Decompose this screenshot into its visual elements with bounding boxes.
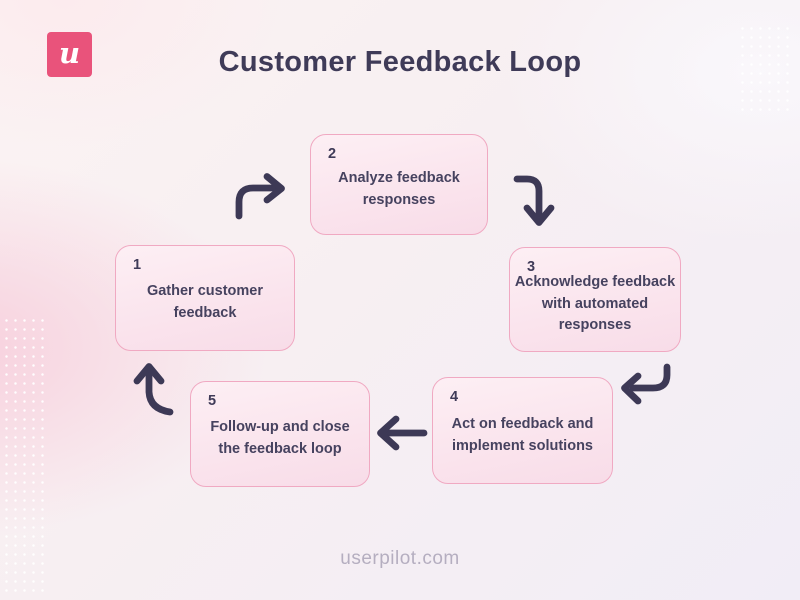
- arrow-step2-to-step3-icon: [513, 175, 555, 226]
- step-box-5: 5 Follow-up and close the feedback loop: [190, 381, 370, 487]
- step-label: Follow-up and close the feedback loop: [210, 419, 350, 457]
- step-box-1: 1 Gather customer feedback: [115, 245, 295, 351]
- step-box-2: 2 Analyze feedback responses: [310, 134, 488, 235]
- step-box-4: 4 Act on feedback and implement solution…: [432, 377, 613, 484]
- arrow-step4-to-step5-icon: [377, 415, 428, 451]
- step-number: 4: [450, 389, 459, 405]
- step-label: Acknowledge feedback with automated resp…: [514, 273, 676, 334]
- footer-site-url: userpilot.com: [340, 548, 460, 569]
- step-number: 1: [133, 257, 142, 273]
- page-title: Customer Feedback Loop: [218, 46, 582, 78]
- arrow-step5-to-step1-icon: [133, 363, 174, 416]
- step-label: Act on feedback and implement solutions: [451, 415, 594, 454]
- userpilot-logo: u: [47, 32, 92, 77]
- step-box-3: 3 Acknowledge feedback with automated re…: [509, 247, 681, 352]
- step-number: 2: [328, 146, 337, 162]
- step-label: Gather customer feedback: [146, 283, 264, 321]
- step-label: Analyze feedback responses: [338, 169, 460, 208]
- userpilot-logo-letter: u: [58, 36, 81, 70]
- arrow-step3-to-step4-icon: [621, 363, 671, 405]
- step-number: 5: [208, 393, 217, 409]
- step-number: 3: [527, 259, 536, 275]
- arrow-step1-to-step2-icon: [235, 173, 285, 220]
